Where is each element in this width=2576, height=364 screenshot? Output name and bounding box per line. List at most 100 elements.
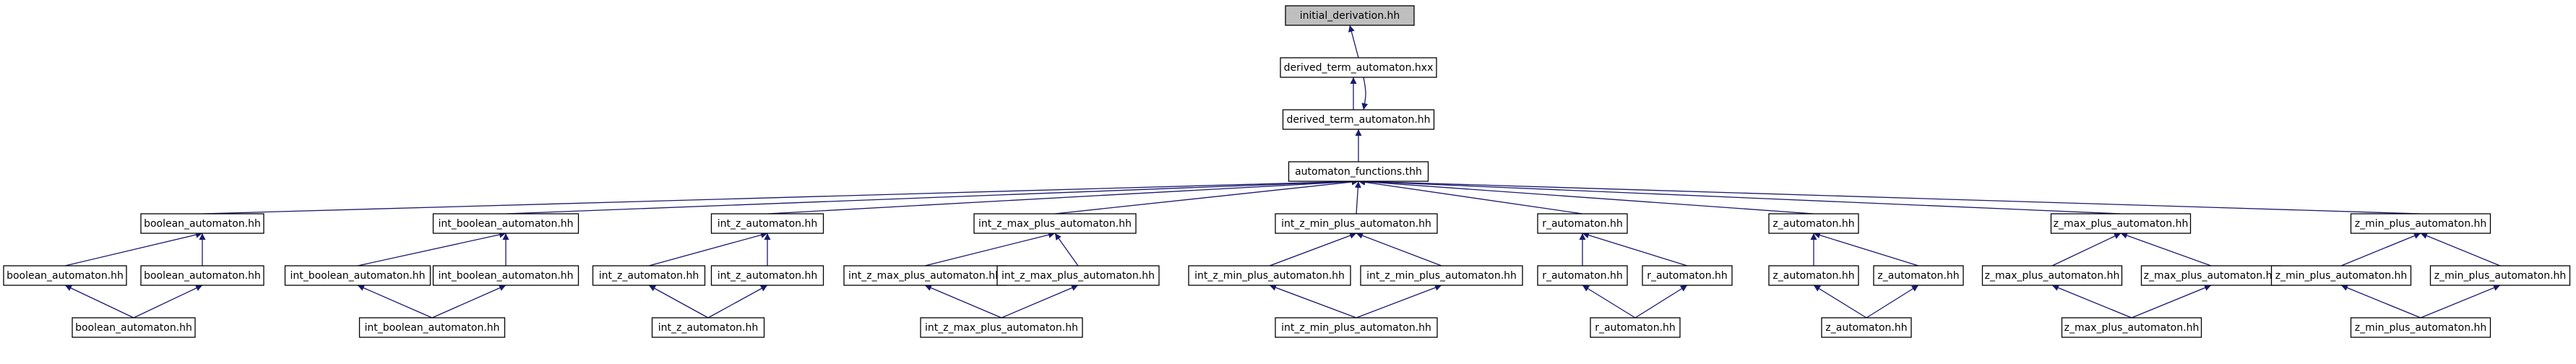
file-node[interactable]: int_z_automaton.hh [710, 213, 824, 234]
node-label: int_z_automaton.hh [718, 218, 817, 230]
node-label: boolean_automaton.hh [144, 270, 261, 282]
include-edge [2340, 285, 2421, 318]
node-box [2050, 213, 2192, 234]
node-box [2350, 213, 2491, 234]
file-node[interactable]: int_boolean_automaton.hh [432, 213, 580, 234]
node-box [432, 265, 580, 286]
node-label: r_automaton.hh [1595, 322, 1676, 334]
file-node[interactable]: int_z_max_plus_automaton.hh [973, 213, 1137, 234]
node-label: z_min_plus_automaton.hh [2355, 322, 2487, 334]
include-edge [2051, 233, 2121, 266]
node-label: derived_term_automaton.hxx [1284, 62, 1434, 74]
file-node[interactable]: z_min_plus_automaton.hh [2270, 265, 2412, 286]
node-label: int_z_min_plus_automaton.hh [1366, 270, 1517, 282]
file-node[interactable]: int_z_automaton.hh [710, 265, 824, 286]
node-box [1280, 57, 1437, 78]
file-node[interactable]: boolean_automaton.hh [3, 265, 127, 286]
file-node[interactable]: z_min_plus_automaton.hh [2350, 213, 2491, 234]
file-node[interactable]: int_z_max_plus_automaton.hh [843, 265, 1007, 286]
file-node[interactable]: r_automaton.hh [1537, 265, 1628, 286]
file-node[interactable]: int_z_automaton.hh [592, 265, 706, 286]
node-label: automaton_functions.thh [1295, 166, 1422, 178]
file-node[interactable]: int_z_automaton.hh [651, 317, 765, 338]
node-label: boolean_automaton.hh [7, 270, 124, 282]
file-node[interactable]: boolean_automaton.hh [72, 317, 196, 338]
node-label: r_automaton.hh [1647, 270, 1728, 282]
file-node[interactable]: z_min_plus_automaton.hh [2350, 317, 2491, 338]
node-label: initial_derivation.hh [1300, 10, 1400, 22]
include-edge [1358, 178, 2421, 214]
node-label: int_z_automaton.hh [718, 270, 817, 282]
file-node[interactable]: z_max_plus_automaton.hh [1981, 265, 2123, 286]
file-node[interactable]: z_automaton.hh [1821, 317, 1912, 338]
node-label: int_boolean_automaton.hh [364, 322, 499, 334]
file-node[interactable]: derived_term_automaton.hxx [1280, 57, 1437, 78]
file-node[interactable]: int_z_min_plus_automaton.hh [1360, 265, 1523, 286]
include-edge [1269, 232, 1357, 266]
include-edge [1358, 178, 1814, 214]
file-node[interactable]: int_boolean_automaton.hh [432, 265, 580, 286]
node-label: int_z_automaton.hh [599, 270, 699, 282]
file-node[interactable]: int_z_max_plus_automaton.hh [996, 265, 1160, 286]
node-box [1275, 213, 1438, 234]
node-label: r_automaton.hh [1542, 218, 1623, 230]
node-box [1768, 265, 1859, 286]
node-box [710, 213, 824, 234]
node-label: int_z_max_plus_automaton.hh [925, 322, 1078, 334]
file-node[interactable]: z_automaton.hh [1768, 213, 1859, 234]
include-edge [64, 231, 203, 266]
include-edge [1054, 233, 1079, 266]
file-node[interactable]: int_z_min_plus_automaton.hh [1188, 265, 1351, 286]
file-node[interactable]: boolean_automaton.hh [140, 213, 264, 234]
file-node[interactable]: z_min_plus_automaton.hh [2429, 265, 2571, 286]
file-node[interactable]: z_max_plus_automaton.hh [2050, 213, 2192, 234]
include-edge [1356, 233, 1442, 266]
file-node[interactable]: r_automaton.hh [1537, 213, 1628, 234]
include-edge [1358, 178, 2121, 214]
file-node[interactable]: z_automaton.hh [1873, 265, 1964, 286]
node-label: z_min_plus_automaton.hh [2275, 270, 2408, 282]
file-node[interactable]: z_automaton.hh [1768, 265, 1859, 286]
node-label: int_z_min_plus_automaton.hh [1281, 322, 1431, 334]
node-box [2140, 265, 2282, 286]
file-node[interactable]: r_automaton.hh [1642, 265, 1733, 286]
file-node[interactable]: z_max_plus_automaton.hh [2061, 317, 2202, 338]
file-node[interactable]: int_boolean_automaton.hh [284, 265, 431, 286]
current-file-node: initial_derivation.hh [1285, 5, 1415, 26]
include-edge [2340, 233, 2421, 266]
node-label: int_z_max_plus_automaton.hh [848, 270, 1001, 282]
file-node[interactable]: r_automaton.hh [1590, 317, 1681, 338]
include-edge [357, 231, 507, 266]
node-box [2350, 317, 2491, 338]
include-edge [1001, 285, 1079, 318]
include-edge [767, 178, 1359, 214]
node-label: int_z_max_plus_automaton.hh [1001, 270, 1155, 282]
include-edge [648, 285, 709, 318]
file-node[interactable]: boolean_automaton.hh [140, 265, 264, 286]
include-edge [648, 232, 768, 266]
node-label: r_automaton.hh [1542, 270, 1623, 282]
file-node[interactable]: int_z_min_plus_automaton.hh [1275, 213, 1438, 234]
node-box [1282, 109, 1435, 130]
file-node[interactable]: derived_term_automaton.hh [1282, 109, 1435, 130]
file-node[interactable]: int_z_min_plus_automaton.hh [1275, 317, 1438, 338]
file-node[interactable]: int_boolean_automaton.hh [358, 317, 506, 338]
include-edge [2420, 285, 2501, 318]
include-edge [1361, 77, 1369, 110]
nodes-layer: initial_derivation.hh derived_term_automa… [3, 5, 2571, 338]
node-label: int_boolean_automaton.hh [290, 270, 425, 282]
node-box [1288, 161, 1429, 182]
node-box [996, 265, 1160, 286]
file-node[interactable]: z_max_plus_automaton.hh [2140, 265, 2282, 286]
file-node[interactable]: automaton_functions.thh [1288, 161, 1429, 182]
include-edge [1582, 285, 1636, 318]
file-node[interactable]: int_z_max_plus_automaton.hh [920, 317, 1083, 338]
node-box [1537, 213, 1628, 234]
node-box [1768, 213, 1859, 234]
node-label: z_max_plus_automaton.hh [2064, 322, 2200, 334]
node-box [72, 317, 196, 338]
include-edge [707, 285, 768, 318]
node-label: int_boolean_automaton.hh [438, 270, 573, 282]
node-box [973, 213, 1137, 234]
include-edge [1356, 285, 1442, 318]
